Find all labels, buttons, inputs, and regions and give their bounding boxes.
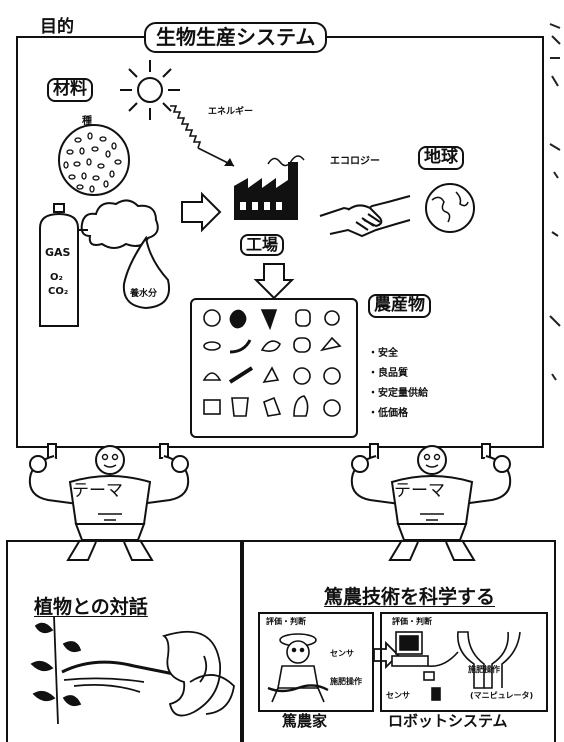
robot-system-illustration	[391, 631, 521, 701]
right-theme-label: テーマ	[394, 481, 445, 501]
handshake-icon	[319, 195, 411, 238]
materials-label: 材料	[47, 78, 93, 102]
benefit-item: ・低価格	[368, 408, 408, 419]
robot-system-label: ロボットシステム	[388, 712, 508, 730]
gas-label: GAS	[45, 246, 71, 259]
farmer-judgement-label: 評価・判断	[266, 617, 306, 626]
factory-label: 工場	[240, 234, 285, 257]
products-label: 農産物	[368, 294, 431, 318]
benefit-item: ・安全	[368, 348, 398, 359]
right-strongman-figure	[350, 443, 512, 561]
cropped-text-fragment	[546, 14, 564, 394]
farmer-box	[258, 612, 374, 712]
robot-box	[380, 612, 548, 712]
robot-judgement-label: 評価・判断	[392, 617, 432, 626]
water-droplet-illustration	[122, 235, 170, 310]
output-arrow-icon	[253, 263, 295, 300]
farmer-illustration	[267, 633, 329, 703]
farmer-label: 篤農家	[282, 712, 328, 730]
seed-dish-illustration	[58, 124, 130, 196]
benefit-item: ・安定量供給	[368, 388, 428, 399]
robot-sensor-label: センサ	[386, 691, 410, 700]
plant-and-ear-illustration	[30, 615, 235, 725]
master-farming-title: 篤農技術を科学する	[324, 586, 496, 608]
robot-action-label: 施肥操作	[468, 665, 500, 674]
farmer-sensor-label: センサ	[330, 649, 354, 658]
benefits-list: ・安全 ・良品質 ・安定量供給 ・低価格	[368, 344, 428, 424]
globe-icon	[425, 183, 475, 233]
gas-cloud-illustration	[78, 199, 159, 249]
left-theme-label: テーマ	[72, 481, 123, 501]
benefit-item: ・良品質	[368, 368, 408, 379]
energy-label: エネルギー	[208, 107, 254, 117]
bottom-right-panel	[242, 540, 556, 742]
o2-label: O₂	[50, 272, 63, 283]
factory-icon	[234, 155, 305, 220]
left-strongman-figure	[28, 443, 190, 561]
bottom-left-panel	[6, 540, 242, 742]
plant-dialogue-title: 植物との対話	[34, 596, 148, 618]
purpose-label: 目的	[40, 17, 74, 37]
farmer-action-label: 施肥操作	[330, 677, 362, 686]
manipulator-label: (マニピュレータ)	[470, 691, 534, 700]
produce-icons-grid	[202, 309, 342, 417]
sun-icon	[120, 60, 180, 120]
gas-cylinder-illustration	[39, 203, 79, 327]
seed-label: 種	[82, 116, 92, 127]
energy-ray-arrow	[170, 105, 235, 167]
water-label: 養水分	[130, 289, 158, 299]
cropped-text-marks	[549, 23, 561, 381]
ecology-label: エコロジー	[330, 156, 380, 167]
system-title: 生物生産システム	[144, 22, 328, 53]
earth-label: 地球	[418, 146, 464, 170]
input-arrow-icon	[181, 191, 222, 233]
co2-label: CO₂	[48, 286, 69, 297]
